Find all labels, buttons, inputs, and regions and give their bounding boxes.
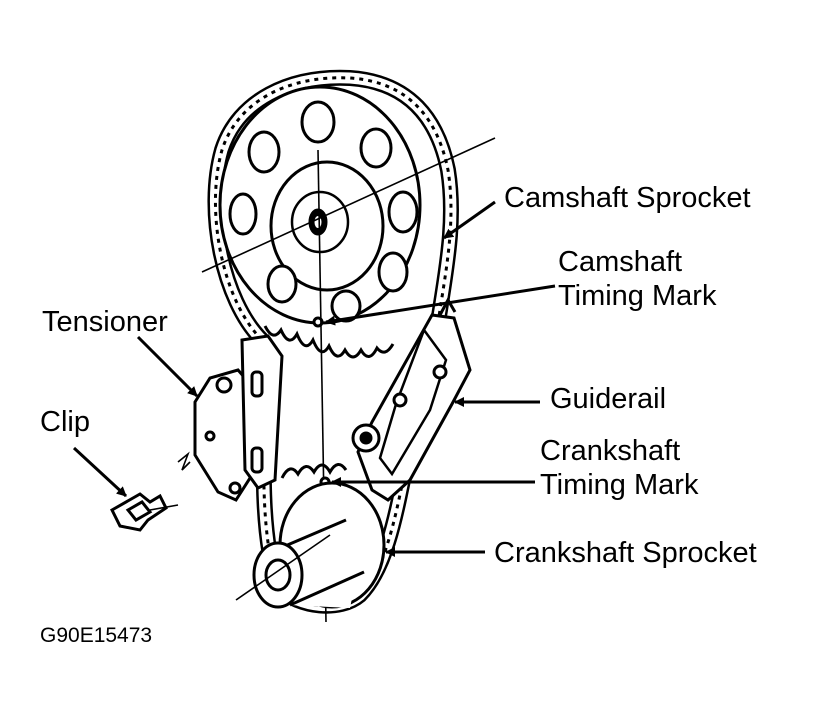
label-camshaft-timing-mark-line1: Camshaft (558, 246, 682, 278)
label-crankshaft-timing-mark-line2: Timing Mark (540, 469, 699, 501)
tensioner-arrow (136, 335, 199, 398)
figure-code: G90E15473 (40, 624, 152, 647)
label-camshaft-sprocket: Camshaft Sprocket (504, 182, 751, 214)
label-camshaft-timing-mark-line2: Timing Mark (558, 280, 717, 312)
sprocket-holes (228, 100, 419, 323)
label-tensioner: Tensioner (42, 306, 168, 338)
crankshaft-sprocket-part (235, 481, 386, 609)
label-crankshaft-timing-mark-line1: Crankshaft (540, 435, 680, 467)
tensioner-part (193, 334, 284, 502)
leader-lines (72, 200, 556, 557)
clip-arrow (72, 446, 128, 498)
label-clip: Clip (40, 406, 90, 438)
label-crankshaft-sprocket: Crankshaft Sprocket (494, 537, 757, 569)
label-guiderail: Guiderail (550, 383, 666, 415)
guiderail-part (351, 296, 472, 502)
camshaft-timing-mark-arrow (325, 284, 556, 326)
clip-part (110, 451, 191, 532)
camshaft-sprocket-arrow (443, 200, 496, 240)
camshaft-timing-mark-dot (312, 316, 324, 328)
camshaft-sprocket (218, 85, 422, 359)
